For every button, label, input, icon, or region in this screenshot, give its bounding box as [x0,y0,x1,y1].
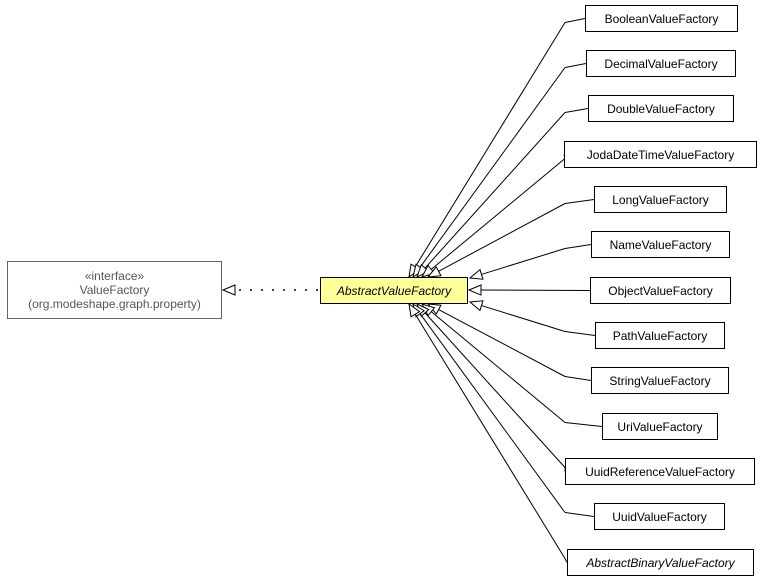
uri-value-factory-inheritance-edge [430,311,566,423]
long-value-factory-inheritance-edge-stub [564,199,595,204]
path-value-factory-inheritance-edge-stub [564,331,596,336]
joda-date-time-value-factory-inheritance-edge [430,158,566,270]
name-value-factory-arrowhead [468,268,484,280]
object-value-factory-label: ObjectValueFactory [608,283,713,298]
abstract-binary-value-factory-label: AbstractBinaryValueFactory [586,555,735,570]
string-value-factory-inheritance-edge-stub [564,376,592,381]
path-value-factory-label: PathValueFactory [612,328,708,343]
boolean-value-factory-inheritance-edge-stub [564,18,586,23]
name-value-factory-label: NameValueFactory [609,237,712,252]
uuid-value-factory-inheritance-edge-stub [564,512,595,517]
decimal-value-factory-label: DecimalValueFactory [604,56,718,71]
interface-name: ValueFactory [79,283,150,297]
double-value-factory-node[interactable]: DoubleValueFactory [588,95,734,122]
decimal-value-factory-inheritance-edge [419,67,566,268]
boolean-value-factory-inheritance-edge [414,22,566,268]
abstract-value-factory-label: AbstractValueFactory [336,283,452,298]
object-value-factory-arrowhead [467,284,482,296]
uri-value-factory-label: UriValueFactory [617,419,703,434]
object-value-factory-inheritance-edge [480,289,591,291]
uri-value-factory-inheritance-edge-stub [564,422,603,427]
uuid-value-factory-label: UuidValueFactory [612,509,707,524]
uuid-reference-value-factory-label: UuidReferenceValueFactory [585,464,735,479]
uuid-value-factory-inheritance-edge [419,313,566,513]
interface-package: (org.modeshape.graph.property) [28,297,201,311]
abstract-binary-value-factory-node[interactable]: AbstractBinaryValueFactory [567,549,754,576]
string-value-factory-node[interactable]: StringValueFactory [591,367,729,394]
boolean-value-factory-node[interactable]: BooleanValueFactory [585,5,738,32]
string-value-factory-label: StringValueFactory [609,373,711,388]
joda-date-time-value-factory-label: JodaDateTimeValueFactory [586,147,735,162]
realization-arrowhead [221,284,236,296]
value-factory-interface-node[interactable]: «interface» ValueFactory (org.modeshape.… [7,261,222,319]
abstract-binary-value-factory-inheritance-edge-stub [564,558,568,563]
abstract-value-factory-node[interactable]: AbstractValueFactory [320,277,468,304]
uuid-value-factory-node[interactable]: UuidValueFactory [594,503,725,530]
interface-stereotype: «interface» [84,269,145,283]
uri-value-factory-node[interactable]: UriValueFactory [602,413,718,440]
path-value-factory-arrowhead [468,300,484,312]
double-value-factory-inheritance-edge-stub [564,108,589,113]
long-value-factory-inheritance-edge [438,203,566,272]
joda-date-time-value-factory-node[interactable]: JodaDateTimeValueFactory [564,141,757,168]
string-value-factory-inheritance-edge [438,309,566,377]
long-value-factory-node[interactable]: LongValueFactory [594,186,727,213]
name-value-factory-inheritance-edge-stub [564,244,592,249]
double-value-factory-label: DoubleValueFactory [607,101,715,116]
decimal-value-factory-node[interactable]: DecimalValueFactory [586,50,736,77]
name-value-factory-node[interactable]: NameValueFactory [591,231,730,258]
path-value-factory-inheritance-edge [481,305,566,332]
decimal-value-factory-inheritance-edge-stub [564,63,587,68]
name-value-factory-inheritance-edge [481,248,566,275]
path-value-factory-node[interactable]: PathValueFactory [595,322,725,349]
long-value-factory-label: LongValueFactory [612,192,709,207]
object-value-factory-node[interactable]: ObjectValueFactory [590,277,731,304]
boolean-value-factory-label: BooleanValueFactory [604,11,719,26]
uuid-reference-value-factory-node[interactable]: UuidReferenceValueFactory [565,458,755,485]
abstract-binary-value-factory-inheritance-edge [414,313,566,559]
uuid-reference-value-factory-inheritance-edge [424,312,566,468]
double-value-factory-inheritance-edge [424,112,566,269]
